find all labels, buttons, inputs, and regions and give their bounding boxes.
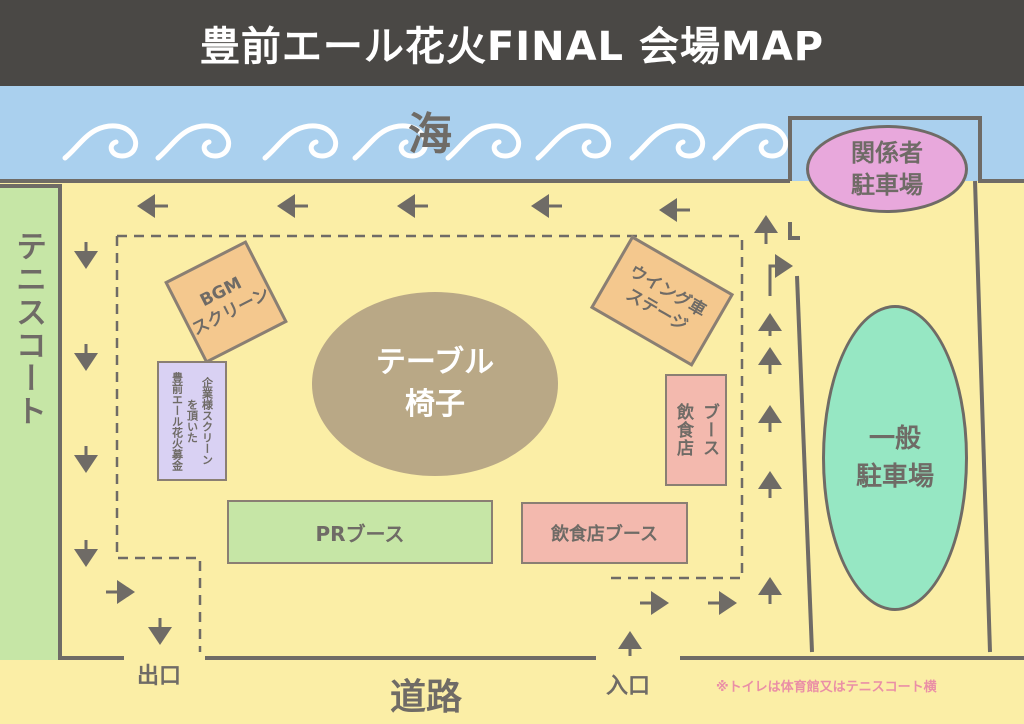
entrance-label: 入口 bbox=[606, 674, 651, 699]
tennis-court-label: テニスコート bbox=[10, 230, 46, 428]
food-booth-vertical-label-1: 飲食店 bbox=[673, 403, 693, 457]
parking-lot-right-wall bbox=[973, 180, 992, 653]
parking-lot-outline bbox=[788, 116, 1024, 183]
general-parking-label-1: 一般 bbox=[868, 424, 921, 454]
exit-label: 出口 bbox=[137, 664, 182, 689]
arrow-icon bbox=[74, 194, 793, 656]
wave-swirl-icon bbox=[62, 123, 789, 161]
parking-lot-inner-line bbox=[788, 222, 800, 240]
staff-parking-label-2: 駐車場 bbox=[851, 171, 923, 199]
page-title: 豊前エール花火FINAL 会場MAP bbox=[199, 24, 825, 70]
table-label: テーブル bbox=[375, 345, 495, 380]
pr-booth: PRブース bbox=[227, 500, 493, 564]
chairs-label: 椅子 bbox=[405, 387, 465, 422]
sponsor-screen-label-2: を頂いた bbox=[185, 399, 199, 443]
pr-booth-label: PRブース bbox=[315, 521, 405, 546]
food-booth-vertical-label-2: ブース bbox=[699, 403, 719, 457]
parking-lot-left-wall bbox=[795, 275, 814, 653]
tennis-court bbox=[0, 184, 62, 660]
table-chairs-area: テーブル 椅子 bbox=[312, 292, 558, 476]
food-booth: 飲食店ブース bbox=[521, 502, 688, 564]
title-bar: 豊前エール花火FINAL 会場MAP bbox=[0, 0, 1024, 86]
food-booth-label: 飲食店ブース bbox=[550, 524, 659, 545]
general-parking: 一般 駐車場 bbox=[822, 305, 968, 611]
dashed-venue-boundary bbox=[115, 234, 744, 652]
road-label: 道路 bbox=[390, 677, 463, 718]
sponsor-screen-label-3: 企業様スクリーン bbox=[200, 377, 214, 465]
staff-parking-label-1: 関係者 bbox=[851, 139, 923, 167]
food-booth-vertical: 飲食店 ブース bbox=[665, 374, 727, 486]
general-parking-label-2: 駐車場 bbox=[855, 462, 934, 492]
staff-parking: 関係者 駐車場 bbox=[806, 125, 968, 213]
sea-label: 海 bbox=[408, 109, 452, 160]
toilet-note: ※トイレは体育館又はテニスコート横 bbox=[716, 680, 937, 695]
sponsor-screen-label-1: 豊前エール花火募金 bbox=[170, 371, 184, 471]
sponsor-screen: 豊前エール花火募金 を頂いた 企業様スクリーン bbox=[157, 361, 227, 481]
